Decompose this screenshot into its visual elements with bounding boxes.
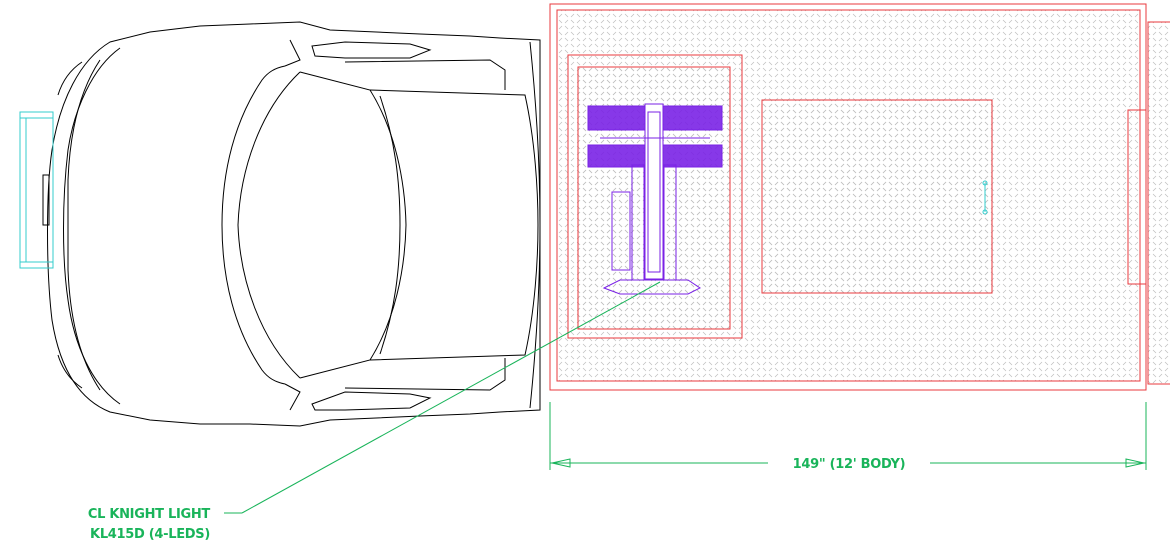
cab-outer-outline [47,21,541,427]
door-line-top [344,59,506,90]
headlight-bottom [57,354,83,389]
dim-arrow-left [551,458,571,468]
grille [42,174,50,226]
cab-inner-outline [63,47,121,405]
center-hatch [761,99,993,294]
callout-leader [224,281,661,514]
tailgate [1147,21,1170,385]
truck-body [549,3,1170,391]
rear-window [369,89,539,361]
mirror-top [311,41,432,59]
light-base-plate [602,279,701,295]
knight-light-kl415d [587,103,723,295]
cab-back [529,41,541,409]
cabinet-outer [567,54,743,339]
light-mast [644,103,664,280]
roof-outline [299,71,407,379]
callout-line-2: KL415D (4-LEDS) [90,527,210,542]
light-mast-inner [647,111,661,273]
tailgate-latch [1127,109,1147,285]
dim-arrow-right [1125,458,1145,468]
light-battery-box [611,191,631,271]
b-pillar-bottom [284,383,301,411]
headlight-top [57,61,83,96]
mirror-bottom [311,391,432,411]
body-length-dimension [549,402,1147,470]
front-bumper-hitch [19,111,54,269]
windshield [237,71,301,379]
rear-glass-curve [379,95,401,355]
door-line-bottom [344,358,506,391]
roof-front [221,65,286,385]
hatch-latch [982,180,988,215]
truck-cab [42,21,541,427]
hood-line-left [67,59,101,391]
dimension-label: 149" (12' BODY) [793,457,906,472]
callout-line-1: CL KNIGHT LIGHT [88,507,211,522]
b-pillar-top [284,39,301,67]
